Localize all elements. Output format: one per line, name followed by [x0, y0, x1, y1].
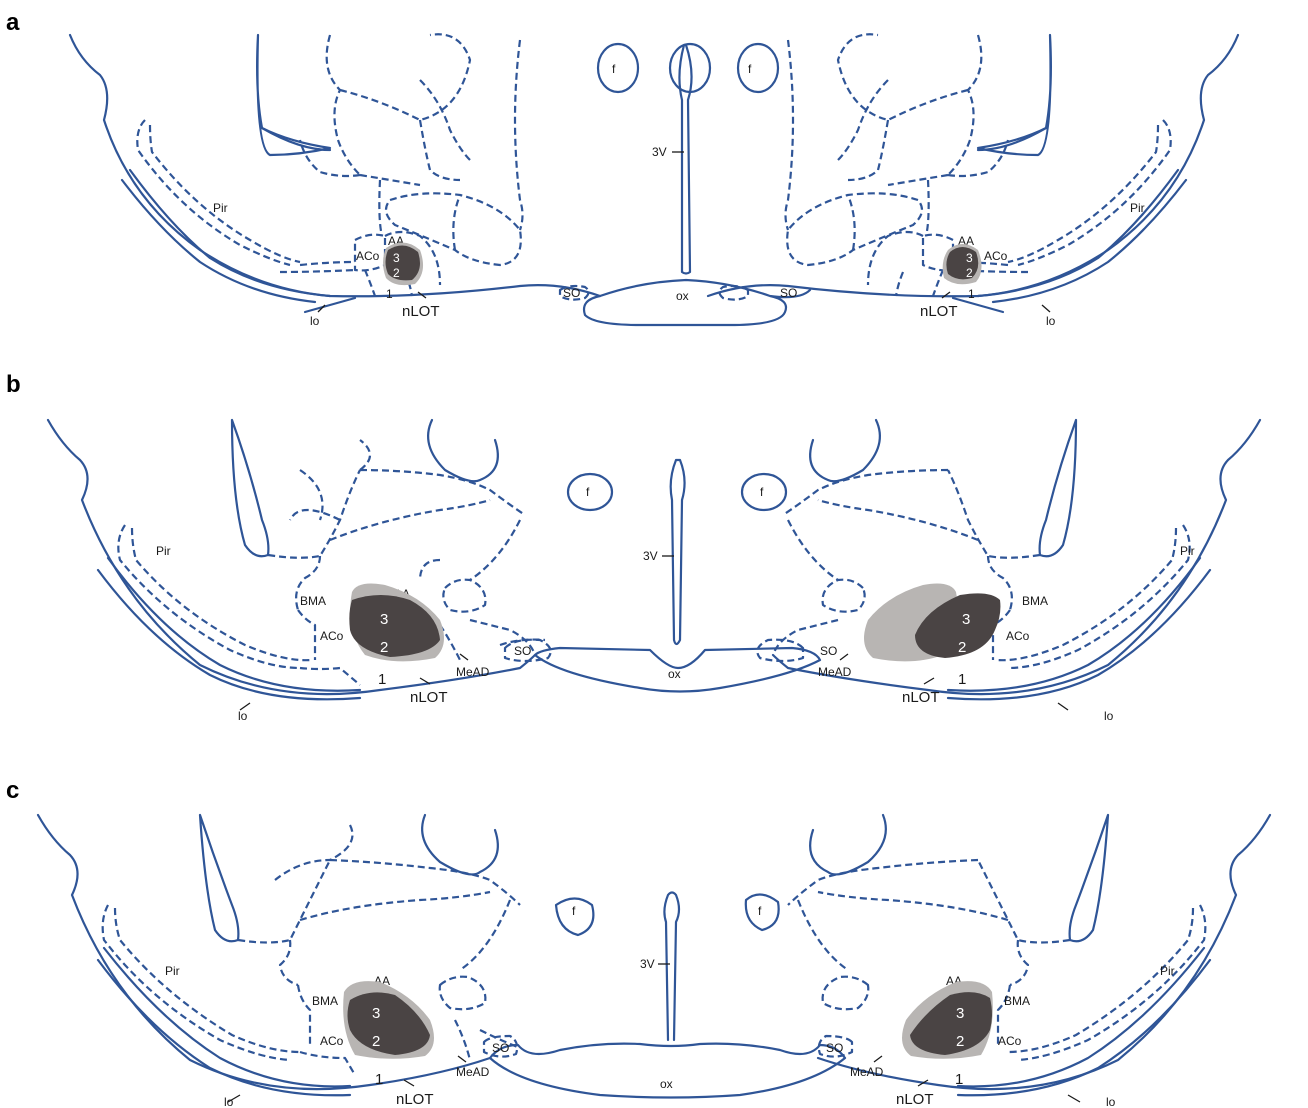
label-pir-right: Pir	[1130, 201, 1145, 215]
label-pir-right: Pir	[1180, 544, 1195, 558]
label-nlot-left: nLOT	[396, 1091, 434, 1108]
label-f-left: f	[572, 904, 576, 918]
label-3-b-right: 3	[962, 611, 970, 628]
label-pir-left: Pir	[213, 201, 228, 215]
label-aco-right: ACo	[1006, 629, 1030, 643]
panel-b-fornix-left	[568, 474, 612, 510]
panel-b-third-ventricle	[671, 460, 685, 644]
label-nlot-right: nLOT	[902, 689, 940, 706]
label-1-left: 1	[386, 287, 393, 301]
lesion-extent-dark-a-right	[946, 247, 978, 279]
label-bma-left: BMA	[312, 994, 338, 1008]
label-lo-right: lo	[1104, 709, 1114, 723]
label-1-left: 1	[378, 671, 386, 688]
label-so-left: SO	[563, 286, 580, 300]
label-1-left: 1	[375, 1071, 383, 1088]
panel-letter-b: b	[6, 371, 21, 398]
label-bma-right: BMA	[1022, 594, 1048, 608]
panel-b: b	[6, 371, 1260, 723]
label-pir-right: Pir	[1160, 964, 1175, 978]
label-1-right: 1	[968, 287, 975, 301]
label-bma-right: BMA	[1004, 994, 1030, 1008]
label-lo-right: lo	[1046, 314, 1056, 328]
label-1-right: 1	[955, 1071, 963, 1088]
label-ox: ox	[676, 289, 689, 303]
label-mead-left: MeAD	[456, 1065, 490, 1079]
panel-b-fornix-right	[742, 474, 786, 510]
label-f-left: f	[612, 62, 616, 76]
label-3-c-left: 3	[372, 1005, 380, 1022]
label-3v: 3V	[640, 957, 655, 971]
label-3-c-right: 3	[956, 1005, 964, 1022]
label-f-right: f	[760, 485, 764, 499]
label-3v: 3V	[652, 145, 667, 159]
label-nlot-left: nLOT	[402, 303, 440, 320]
label-2-a-right: 2	[966, 266, 973, 280]
label-aco-left: ACo	[320, 629, 344, 643]
panel-a-optic-chiasm	[584, 280, 810, 325]
label-aco-right: ACo	[998, 1034, 1022, 1048]
lesion-extent-dark-a-left	[386, 245, 421, 280]
panel-letter-c: c	[6, 777, 19, 804]
panel-c-third-ventricle	[664, 893, 679, 1041]
label-lo-left: lo	[238, 709, 248, 723]
label-3-a-left: 3	[393, 251, 400, 265]
panel-c: c	[6, 777, 1270, 1108]
label-lo-left: lo	[310, 314, 320, 328]
label-pir-left: Pir	[156, 544, 171, 558]
label-nlot-right: nLOT	[920, 303, 958, 320]
label-mead-left: MeAD	[456, 665, 490, 679]
label-3-a-right: 3	[966, 251, 973, 265]
label-f-left: f	[586, 485, 590, 499]
label-2-b-left: 2	[380, 639, 388, 656]
label-mead-right: MeAD	[850, 1065, 884, 1079]
panel-a-left-hemisphere	[70, 34, 638, 312]
label-aco-right: ACo	[984, 249, 1008, 263]
label-ox: ox	[660, 1077, 673, 1091]
label-2-a-left: 2	[393, 266, 400, 280]
panel-c-fornix-right	[746, 894, 779, 930]
label-aco-left: ACo	[356, 249, 380, 263]
label-2-c-left: 2	[372, 1033, 380, 1050]
label-ox: ox	[668, 667, 681, 681]
label-3-b-left: 3	[380, 611, 388, 628]
label-2-c-right: 2	[956, 1033, 964, 1050]
label-f-right: f	[748, 62, 752, 76]
panel-letter-a: a	[6, 9, 20, 36]
label-pir-left: Pir	[165, 964, 180, 978]
label-so-right: SO	[826, 1041, 843, 1055]
panel-a-third-ventricle	[679, 45, 691, 274]
label-f-right: f	[758, 904, 762, 918]
label-nlot-left: nLOT	[410, 689, 448, 706]
label-so-right: SO	[780, 286, 797, 300]
label-mead-right: MeAD	[818, 665, 852, 679]
label-so-left: SO	[492, 1041, 509, 1055]
label-aco-left: ACo	[320, 1034, 344, 1048]
panel-a: a 3V ox f f SO SO Pir Pir lo lo nLOT nLO…	[6, 9, 1238, 328]
label-lo-right: lo	[1106, 1095, 1116, 1108]
label-lo-left: lo	[224, 1095, 234, 1108]
label-so-left: SO	[514, 644, 531, 658]
label-nlot-right: nLOT	[896, 1091, 934, 1108]
label-bma-left: BMA	[300, 594, 326, 608]
label-3v: 3V	[643, 549, 658, 563]
label-2-b-right: 2	[958, 639, 966, 656]
label-so-right: SO	[820, 644, 837, 658]
label-1-right: 1	[958, 671, 966, 688]
